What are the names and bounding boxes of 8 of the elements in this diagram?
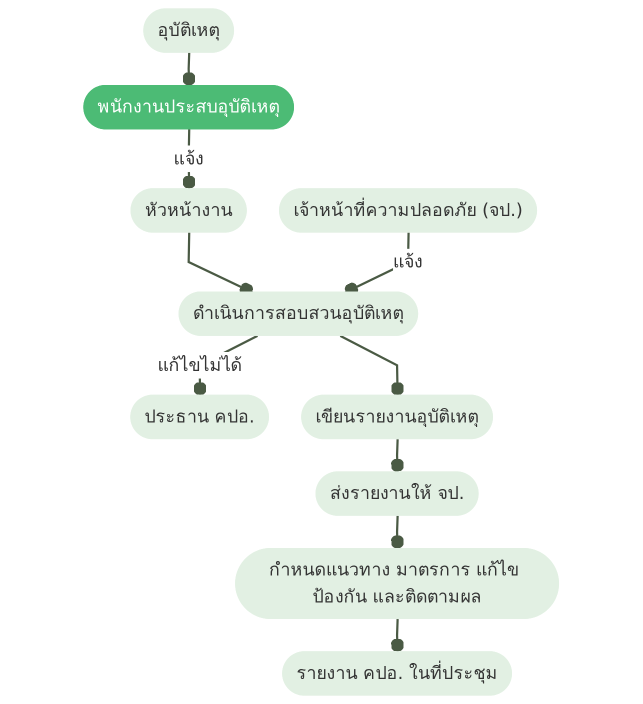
connector	[340, 334, 405, 396]
edge-label: แก้ไขไม่ได้	[158, 354, 242, 376]
connector	[391, 516, 404, 550]
edge-label: แจ้ง	[174, 148, 204, 169]
connector	[391, 619, 404, 652]
connector	[391, 439, 404, 473]
connector	[182, 52, 196, 86]
edge-label: แจ้ง	[393, 250, 424, 272]
